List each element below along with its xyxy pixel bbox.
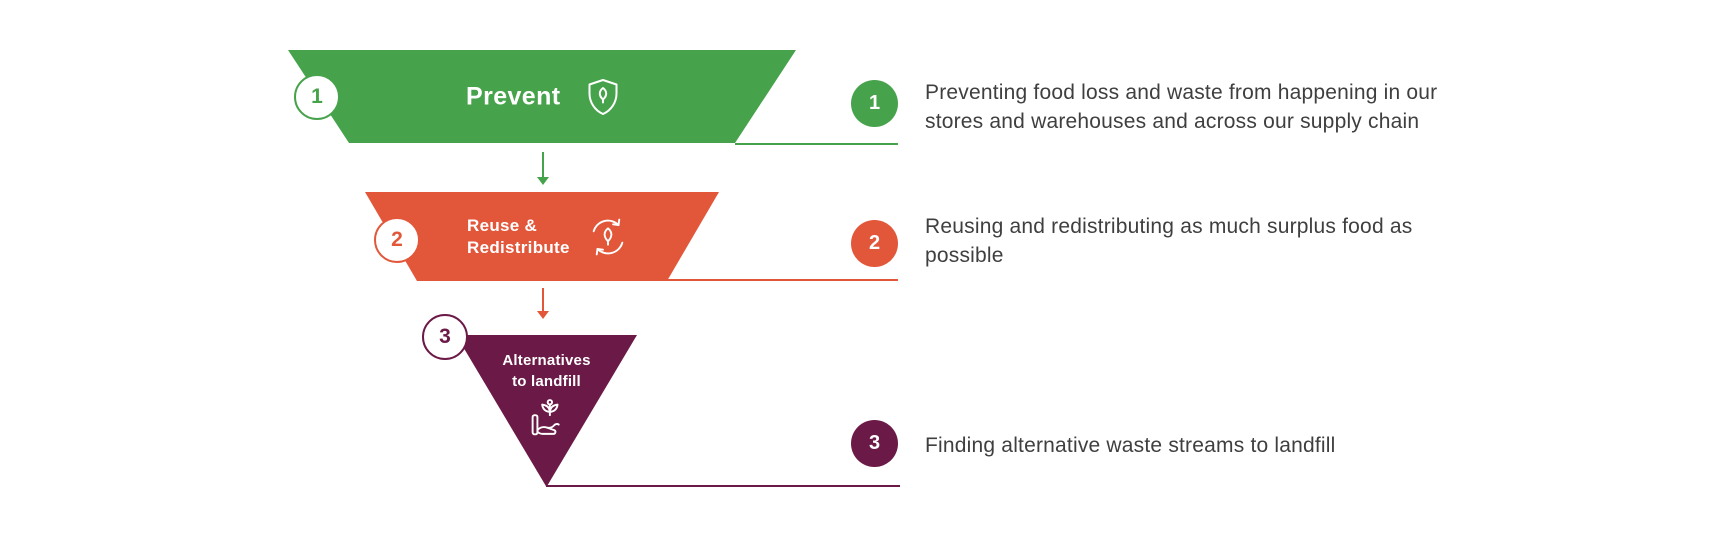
legend-text-1: Preventing food loss and waste from happ…: [925, 78, 1437, 136]
stage-number-badge-2: 2: [374, 217, 420, 263]
stage-label-line: to landfill: [512, 373, 581, 390]
stage-label-alternatives: Alternatives to landfill: [456, 335, 637, 392]
funnel-stage-prevent: Prevent: [288, 50, 796, 143]
stage-label-line: Reuse &: [467, 215, 538, 235]
stage-number-badge-1: 1: [294, 74, 340, 120]
legend-text-line: Preventing food loss and waste from happ…: [925, 81, 1438, 104]
stage-number-badge-3: 3: [422, 314, 468, 360]
stage-label-line: Redistribute: [467, 237, 570, 257]
shield-leaf-icon: [585, 77, 621, 117]
legend-text-2: Reusing and redistributing as much surpl…: [925, 212, 1412, 270]
stage-label-line: Alternatives: [502, 352, 591, 369]
legend-text-line: Reusing and redistributing as much surpl…: [925, 215, 1413, 238]
arrow-head: [537, 311, 549, 319]
stage-label-prevent: Prevent: [466, 82, 561, 110]
recycle-leaf-icon: [587, 216, 629, 258]
funnel-stage-alternatives-to-landfill: Alternatives to landfill: [456, 335, 637, 487]
legend-number-badge-1: 1: [851, 80, 898, 127]
hand-plant-icon: [524, 396, 570, 442]
legend-text-line: possible: [925, 244, 1004, 267]
legend-text-3: Finding alternative waste streams to lan…: [925, 431, 1336, 460]
legend-text-line: Finding alternative waste streams to lan…: [925, 434, 1336, 457]
legend-number-badge-3: 3: [851, 420, 898, 467]
stage-baseline-2: [667, 279, 898, 281]
funnel-stage-reuse-redistribute: Reuse & Redistribute: [365, 192, 719, 281]
stage-baseline-3: [546, 485, 900, 487]
legend-number-badge-2: 2: [851, 220, 898, 267]
arrow-stem: [542, 288, 544, 311]
arrow-head: [537, 177, 549, 185]
arrow-stem: [542, 152, 544, 177]
flow-arrow-down-1: [537, 152, 549, 185]
legend-text-line: stores and warehouses and across our sup…: [925, 110, 1420, 133]
flow-arrow-down-2: [537, 288, 549, 319]
stage-baseline-1: [735, 143, 898, 145]
stage-label-reuse-redistribute: Reuse & Redistribute: [467, 215, 570, 259]
